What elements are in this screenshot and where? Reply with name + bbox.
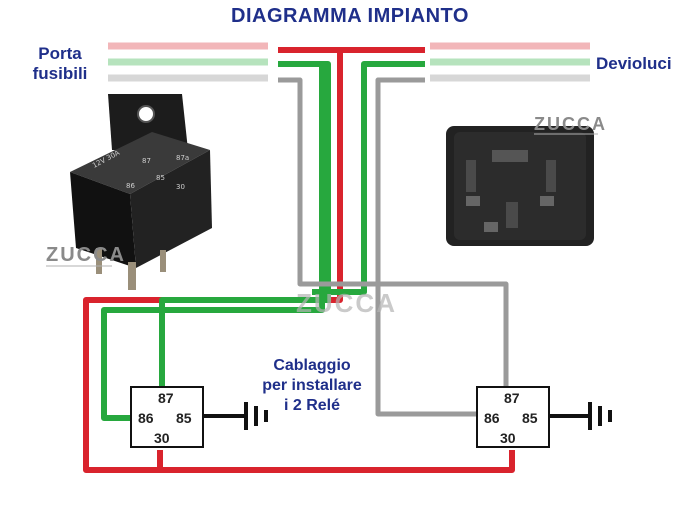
relay-photo-pin-87a: 87a	[176, 154, 189, 162]
ground-symbol-left	[196, 402, 268, 430]
ground-symbol-right	[540, 402, 612, 430]
relay-right-pin-87: 87	[504, 390, 520, 406]
relay-left: 87 86 85 30	[130, 386, 204, 448]
relay-photo-pin-87: 87	[142, 157, 151, 165]
fuse-box-label-line-1: Porta	[38, 44, 82, 63]
relay-right-pin-85: 85	[522, 410, 538, 426]
relay-photo-left: 87 87a 86 85 30 12V 30A	[70, 94, 212, 290]
red-wire	[83, 47, 515, 473]
fuse-box-label-line-2: fusibili	[32, 64, 88, 83]
relay-left-pin-86: 86	[138, 410, 154, 426]
green-wire-right	[312, 61, 425, 295]
wiring-caption: Cablaggio per installare i 2 Relé	[238, 356, 386, 416]
fuse-box-label: Porta fusibili	[24, 44, 96, 84]
caption-line-1: Cablaggio	[273, 357, 351, 374]
caption-line-3: i 2 Relé	[283, 397, 341, 414]
relay-left-pin-85: 85	[176, 410, 192, 426]
watermark-left: ZUCCA	[46, 244, 126, 266]
watermark-center: ZUCCA	[296, 288, 397, 318]
gray-wire-right	[375, 77, 478, 417]
caption-line-2: per installare	[262, 377, 362, 394]
light-switch-label: Devioluci	[596, 54, 672, 73]
relay-left-pin-87: 87	[158, 390, 174, 406]
relay-photo-pin-86: 86	[126, 182, 135, 190]
relay-socket-photo-right	[446, 126, 594, 246]
relay-right-pin-30: 30	[500, 430, 516, 446]
relay-photo-pin-30: 30	[176, 183, 185, 191]
relay-photo-pin-85: 85	[156, 174, 165, 182]
watermark-top-right: ZUCCA	[534, 114, 607, 134]
relay-right-pin-86: 86	[484, 410, 500, 426]
green-wire-left	[101, 61, 331, 421]
relay-left-pin-30: 30	[154, 430, 170, 446]
diagram-title: DIAGRAMMA IMPIANTO	[231, 5, 469, 27]
gray-wire-left	[278, 77, 509, 390]
relay-right: 87 86 85 30	[476, 386, 550, 448]
